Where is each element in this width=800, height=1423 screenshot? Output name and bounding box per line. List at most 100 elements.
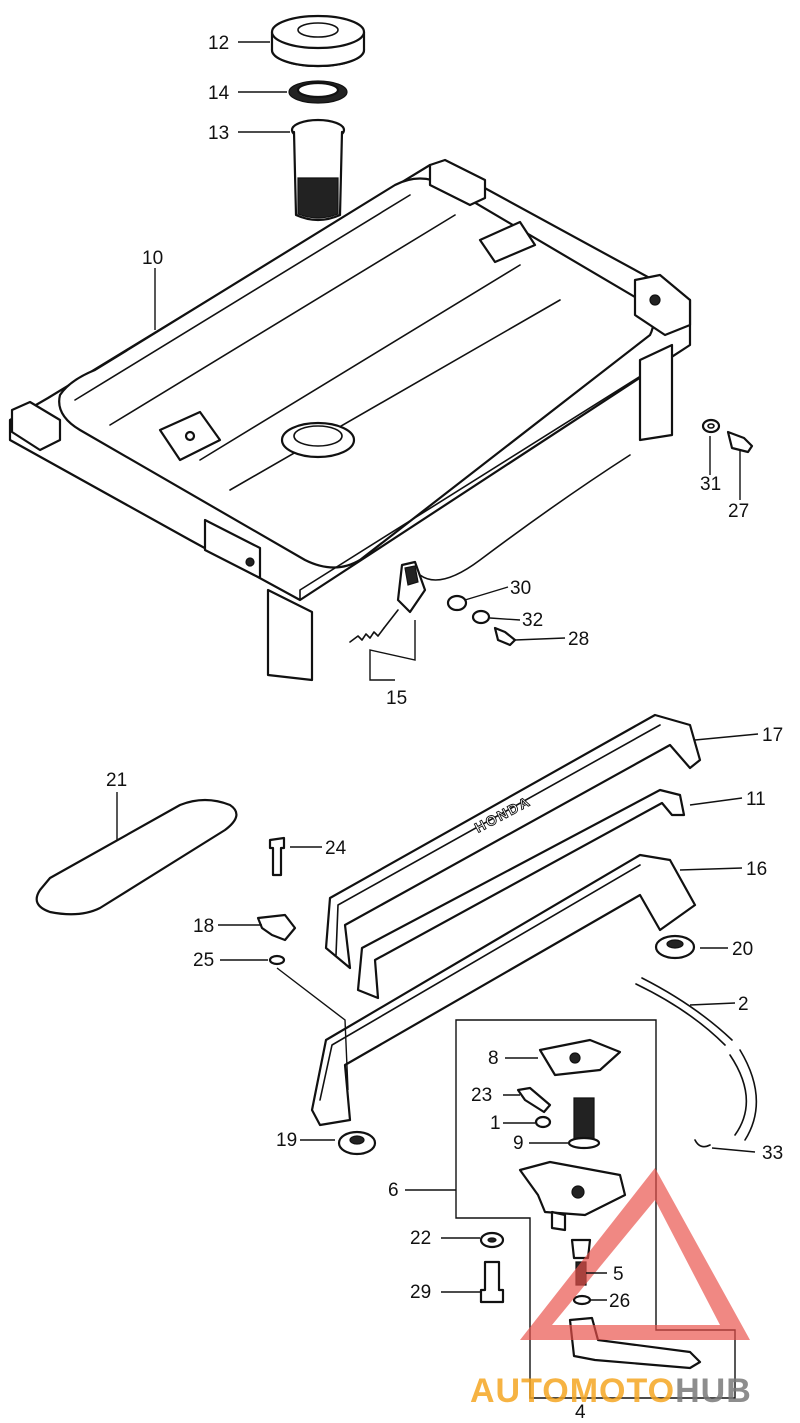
handle-lower-16 <box>310 853 697 1127</box>
callout-33: 33 <box>762 1143 783 1164</box>
callout-22: 22 <box>410 1228 431 1249</box>
mount-hole <box>184 430 196 442</box>
callout-6: 6 <box>388 1180 399 1201</box>
washer-25 <box>268 954 286 966</box>
tank-ridge-right <box>199 264 561 491</box>
o-ring-26 <box>572 1294 592 1306</box>
tank-fuel-line <box>419 454 631 581</box>
washer-30 <box>446 594 468 612</box>
watermark-triangle-logo <box>520 1168 750 1340</box>
callout-1: 1 <box>490 1113 501 1134</box>
fuel-cock-strainer-9 <box>573 1097 595 1141</box>
bolt-29 <box>479 1260 505 1304</box>
tank-filler-inner <box>293 425 343 447</box>
callout-21: 21 <box>106 770 127 791</box>
tank-filler-opening <box>280 421 356 459</box>
clip-18 <box>256 913 297 942</box>
handle-cover-17-inner <box>335 724 661 956</box>
filler-cap-top <box>270 14 366 50</box>
washer-25-guide <box>276 967 349 1091</box>
flange-bolt <box>245 557 255 567</box>
callout-12: 12 <box>208 33 229 54</box>
lever-spring <box>349 627 385 643</box>
callout-14: 14 <box>208 83 230 104</box>
group-bracket <box>455 1019 736 1399</box>
washer-31 <box>701 418 721 434</box>
tank-mount-plate-rear <box>478 220 537 264</box>
callout-2: 2 <box>738 994 749 1015</box>
lever-body <box>396 560 427 614</box>
tube-clip-33 <box>694 1139 711 1148</box>
bracket-bolt <box>649 294 661 306</box>
callout-32: 32 <box>522 610 543 631</box>
handle-hardware <box>256 836 696 1156</box>
handle-assembly <box>35 713 702 1127</box>
bolt-27 <box>726 430 754 454</box>
lever-tip <box>404 565 419 586</box>
callout-31: 31 <box>700 474 721 495</box>
callout-16: 16 <box>746 859 767 880</box>
rubber-20-hole <box>666 939 684 949</box>
watermark-hub: HUB <box>675 1372 752 1410</box>
rubber-19-hole <box>349 1135 365 1145</box>
fuel-cock-lever-assembly <box>349 560 427 643</box>
callout-13: 13 <box>208 123 229 144</box>
tank-bracket-left <box>10 400 62 452</box>
callout-15: 15 <box>386 688 407 709</box>
gasket-8-hole <box>569 1052 581 1064</box>
callout-18: 18 <box>193 916 214 937</box>
callout-4: 4 <box>575 1402 586 1423</box>
callout-20: 20 <box>732 939 753 960</box>
callout-19: 19 <box>276 1130 297 1151</box>
decal-21 <box>35 798 238 916</box>
fuel-cock-outlet <box>550 1210 567 1232</box>
callout-8: 8 <box>488 1048 499 1069</box>
handle-cover-17 <box>324 713 702 970</box>
handle-bar-11 <box>356 788 686 1000</box>
bolt-23 <box>516 1086 552 1114</box>
watermark-moto: MOTO <box>570 1372 675 1410</box>
tank-side-edge <box>9 344 691 601</box>
callout-26: 26 <box>609 1291 630 1312</box>
callout-5: 5 <box>613 1264 624 1285</box>
washer-32 <box>471 609 491 625</box>
callout-28: 28 <box>568 629 589 650</box>
tank-ridge-left <box>74 194 456 426</box>
callout-24: 24 <box>325 838 347 859</box>
filler-cap-center <box>297 22 339 38</box>
callout-30: 30 <box>510 578 531 599</box>
tank-bracket-right <box>633 273 692 337</box>
washer-22-hole <box>487 1237 497 1243</box>
tank-leg-front <box>266 588 314 682</box>
callout-25: 25 <box>193 950 214 971</box>
lever-link <box>383 609 399 629</box>
leader-lines <box>116 41 759 1301</box>
callout-17: 17 <box>762 725 783 746</box>
washer-31-hole <box>707 423 715 429</box>
filler-cap-assembly <box>270 14 366 222</box>
watermark-text: AUTOMOTOHUB <box>470 1372 752 1410</box>
fuel-tube-2-lower <box>729 1049 758 1141</box>
handle-lower-16-inner <box>319 864 641 1101</box>
fuel-tube-2 <box>635 977 733 1046</box>
tank-leg-right <box>638 343 674 442</box>
tank-bracket-rear-top <box>428 158 487 207</box>
callout-9: 9 <box>513 1133 524 1154</box>
fuel-tank-assembly <box>8 158 692 682</box>
strainer-9-base <box>567 1136 601 1150</box>
callout-labels: 12 14 13 10 31 27 30 32 28 15 17 21 11 2… <box>106 33 783 1423</box>
strainer-mesh <box>297 177 339 219</box>
watermark-auto: AUTO <box>470 1372 570 1410</box>
watermark: AUTOMOTOHUB <box>470 1168 752 1410</box>
callout-27: 27 <box>728 501 749 522</box>
callout-11: 11 <box>746 789 766 810</box>
body-port <box>571 1185 585 1199</box>
screw-28 <box>493 626 517 647</box>
callout-29: 29 <box>410 1282 431 1303</box>
washer-1 <box>534 1115 552 1129</box>
filler-gasket-inner <box>296 81 340 99</box>
callout-10: 10 <box>142 248 163 269</box>
callout-23: 23 <box>471 1085 492 1106</box>
screw-24 <box>268 836 286 877</box>
